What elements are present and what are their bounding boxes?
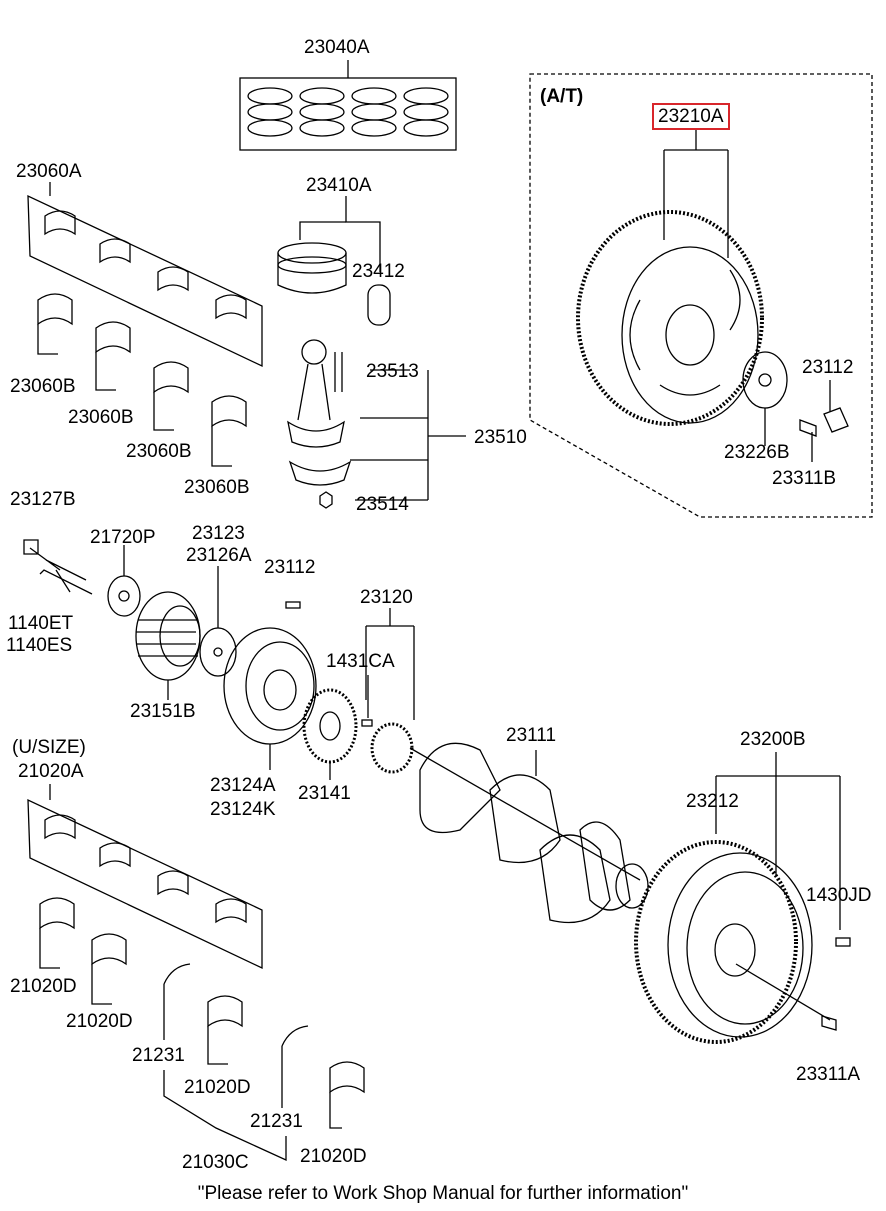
label-23127b: 23127B xyxy=(10,489,76,510)
connecting-rod[interactable] xyxy=(287,339,466,509)
at-section-box xyxy=(529,73,873,518)
bearing-21020d-4[interactable] xyxy=(329,1061,365,1129)
label-23311b: 23311B xyxy=(772,468,837,489)
label-21020d-2: 21020D xyxy=(66,1011,133,1032)
label-21020a: 21020A xyxy=(18,761,84,782)
piston-ring-set[interactable] xyxy=(239,60,457,151)
bolt-23311b[interactable] xyxy=(799,419,817,462)
dowel-1430jd[interactable] xyxy=(835,937,851,947)
label-23311a: 23311A xyxy=(796,1064,861,1085)
label-23124k: 23124K xyxy=(210,799,276,820)
label-at: (A/T) xyxy=(540,86,584,107)
thrust-washer-set-21030C xyxy=(163,1070,287,1162)
label-23060b-3: 23060B xyxy=(126,441,192,462)
label-23514: 23514 xyxy=(356,494,409,515)
damper-plate[interactable] xyxy=(199,566,237,677)
label-usize: (U/SIZE) xyxy=(12,737,86,758)
main-bearing-set-upper[interactable] xyxy=(27,182,263,368)
label-23111: 23111 xyxy=(506,725,557,746)
label-1140es: 1140ES xyxy=(6,635,73,656)
label-23123: 23123 xyxy=(192,523,245,544)
label-23151b: 23151B xyxy=(130,701,196,722)
bearing-23060b-3[interactable] xyxy=(153,361,189,431)
drive-plate[interactable] xyxy=(576,130,764,426)
woodruff-key[interactable] xyxy=(285,601,301,609)
label-23210a: 23210A xyxy=(652,103,730,130)
footer-note: "Please refer to Work Shop Manual for fu… xyxy=(197,1183,689,1204)
label-23126a: 23126A xyxy=(186,545,252,566)
label-23410a: 23410A xyxy=(306,175,372,196)
bolt-23127b[interactable] xyxy=(23,539,93,595)
piston[interactable] xyxy=(277,196,391,326)
thrust-washer-21231[interactable] xyxy=(163,963,309,1108)
bearing-21020d-3[interactable] xyxy=(207,995,243,1065)
bearing-23060b-1[interactable] xyxy=(37,293,73,355)
bearing-21020d-2[interactable] xyxy=(91,933,127,1005)
bolt-23311a[interactable] xyxy=(735,963,837,1031)
label-21231-2: 21231 xyxy=(250,1111,303,1132)
label-21030c: 21030C xyxy=(182,1152,249,1173)
label-23513: 23513 xyxy=(366,361,419,382)
label-23200b: 23200B xyxy=(740,729,806,750)
label-23141: 23141 xyxy=(298,783,351,804)
crankshaft-pulley[interactable] xyxy=(135,591,201,700)
label-23060b-2: 23060B xyxy=(68,407,134,428)
bearing-21020d-1[interactable] xyxy=(39,897,75,969)
label-23124a: 23124A xyxy=(210,775,276,796)
main-bearing-set-undersize[interactable] xyxy=(27,784,263,970)
crankshaft[interactable] xyxy=(409,742,649,924)
label-21020d-3: 21020D xyxy=(184,1077,251,1098)
sprocket-23141[interactable] xyxy=(302,688,358,780)
label-1430jd: 1430JD xyxy=(806,885,872,906)
crank-sprocket-23120[interactable] xyxy=(365,608,415,774)
washer-21720p[interactable] xyxy=(107,545,141,617)
label-21231-1: 21231 xyxy=(132,1045,185,1066)
label-23212: 23212 xyxy=(686,791,739,812)
label-23060a: 23060A xyxy=(16,161,82,182)
label-21020d-4: 21020D xyxy=(300,1146,367,1167)
bearing-23060b-4[interactable] xyxy=(211,395,247,467)
bearing-23060b-2[interactable] xyxy=(95,321,131,391)
label-23226b: 23226B xyxy=(724,442,790,463)
drive-plate-spacer[interactable] xyxy=(742,351,788,446)
bushing-23112[interactable] xyxy=(823,380,849,433)
label-23112-top: 23112 xyxy=(802,357,854,378)
damper-pulley[interactable] xyxy=(223,627,317,770)
label-23412: 23412 xyxy=(352,261,405,282)
label-23112-mid: 23112 xyxy=(264,557,316,578)
label-1431ca: 1431CA xyxy=(326,651,395,672)
label-23120: 23120 xyxy=(360,587,413,608)
label-21720p: 21720P xyxy=(90,527,156,548)
label-23060b-1: 23060B xyxy=(10,376,76,397)
flywheel[interactable] xyxy=(634,752,841,1044)
label-21020d-1: 21020D xyxy=(10,976,77,997)
label-23040a: 23040A xyxy=(304,37,370,58)
label-23060b-4: 23060B xyxy=(184,477,250,498)
pin-1431ca[interactable] xyxy=(361,675,373,727)
label-23510: 23510 xyxy=(474,427,527,448)
label-1140et: 1140ET xyxy=(8,613,74,634)
